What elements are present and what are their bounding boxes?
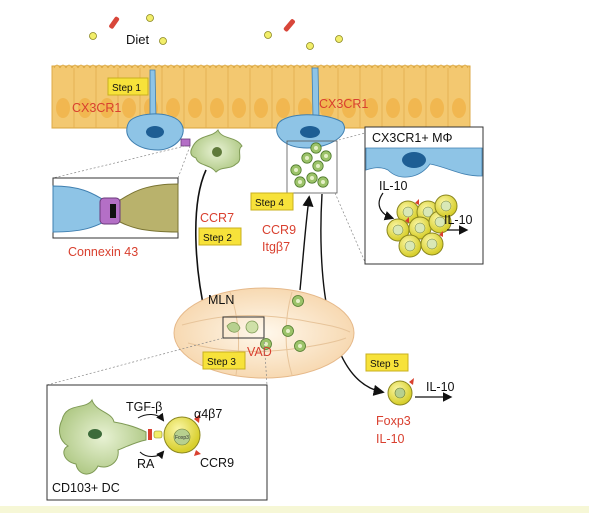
step5-label: Step 5 xyxy=(370,359,399,370)
connexin-inset xyxy=(52,177,179,239)
intestinal-epithelium xyxy=(51,64,471,129)
macrophage-inset xyxy=(364,126,484,265)
step4-label: Step 4 xyxy=(255,198,284,209)
ccr9-inset-label: CCR9 xyxy=(200,456,234,470)
macrophage-title: CX3CR1+ MΦ xyxy=(372,131,453,145)
ra-label: RA xyxy=(137,457,155,471)
il10-red-label: IL-10 xyxy=(376,432,405,446)
step3-badge xyxy=(202,351,246,370)
dc-treg-inset xyxy=(46,384,268,501)
itgb7-label: Itgβ7 xyxy=(262,240,290,254)
tcell-cluster-box xyxy=(286,140,338,194)
gut-tcell-cluster xyxy=(290,142,332,188)
step5-badge xyxy=(365,353,409,372)
cx3cr1-macrophage-left xyxy=(126,69,184,151)
dendritic-cell-top xyxy=(190,128,243,173)
a4b7-label: α4β7 xyxy=(194,407,222,421)
foxp3-cell-label: Foxp3 xyxy=(175,435,189,441)
tgfb-arrow xyxy=(137,412,165,422)
homing-arrow xyxy=(299,195,314,291)
vad-label: VAD xyxy=(247,345,272,359)
diet-particles xyxy=(89,14,343,50)
connexin-label: Connexin 43 xyxy=(68,245,138,259)
mln-dc-tcell xyxy=(226,320,259,334)
bottom-rule xyxy=(0,506,589,513)
il10-in-label: IL-10 xyxy=(379,179,408,193)
connexin-gap-junction xyxy=(180,138,191,147)
step1-badge xyxy=(107,77,149,96)
mln-label: MLN xyxy=(208,293,234,307)
step1-label: Step 1 xyxy=(112,83,141,94)
ra-arrow xyxy=(139,450,165,460)
ccr7-label: CCR7 xyxy=(200,211,234,225)
cx3cr1-macrophage-right xyxy=(276,67,345,149)
step4-badge xyxy=(250,192,294,211)
cx3cr1-left-label: CX3CR1 xyxy=(72,101,121,115)
mln-interaction-box xyxy=(222,316,265,339)
tgfb-label: TGF-β xyxy=(126,400,162,414)
ccr9-label: CCR9 xyxy=(262,223,296,237)
diet-label: Diet xyxy=(126,32,150,47)
cx3cr1-right-label: CX3CR1 xyxy=(319,97,368,111)
step2-badge xyxy=(198,227,242,246)
il10-step5-label: IL-10 xyxy=(426,380,455,394)
step3-label: Step 3 xyxy=(207,357,236,368)
il10-in-arrow xyxy=(378,192,395,221)
il10-out-label: IL-10 xyxy=(444,213,473,227)
step2-label: Step 2 xyxy=(203,233,232,244)
foxp3-step5-label: Foxp3 xyxy=(376,414,411,428)
step5-treg xyxy=(387,378,414,406)
mln-tcells xyxy=(260,295,306,352)
cd103-label: CD103+ DC xyxy=(52,481,120,495)
